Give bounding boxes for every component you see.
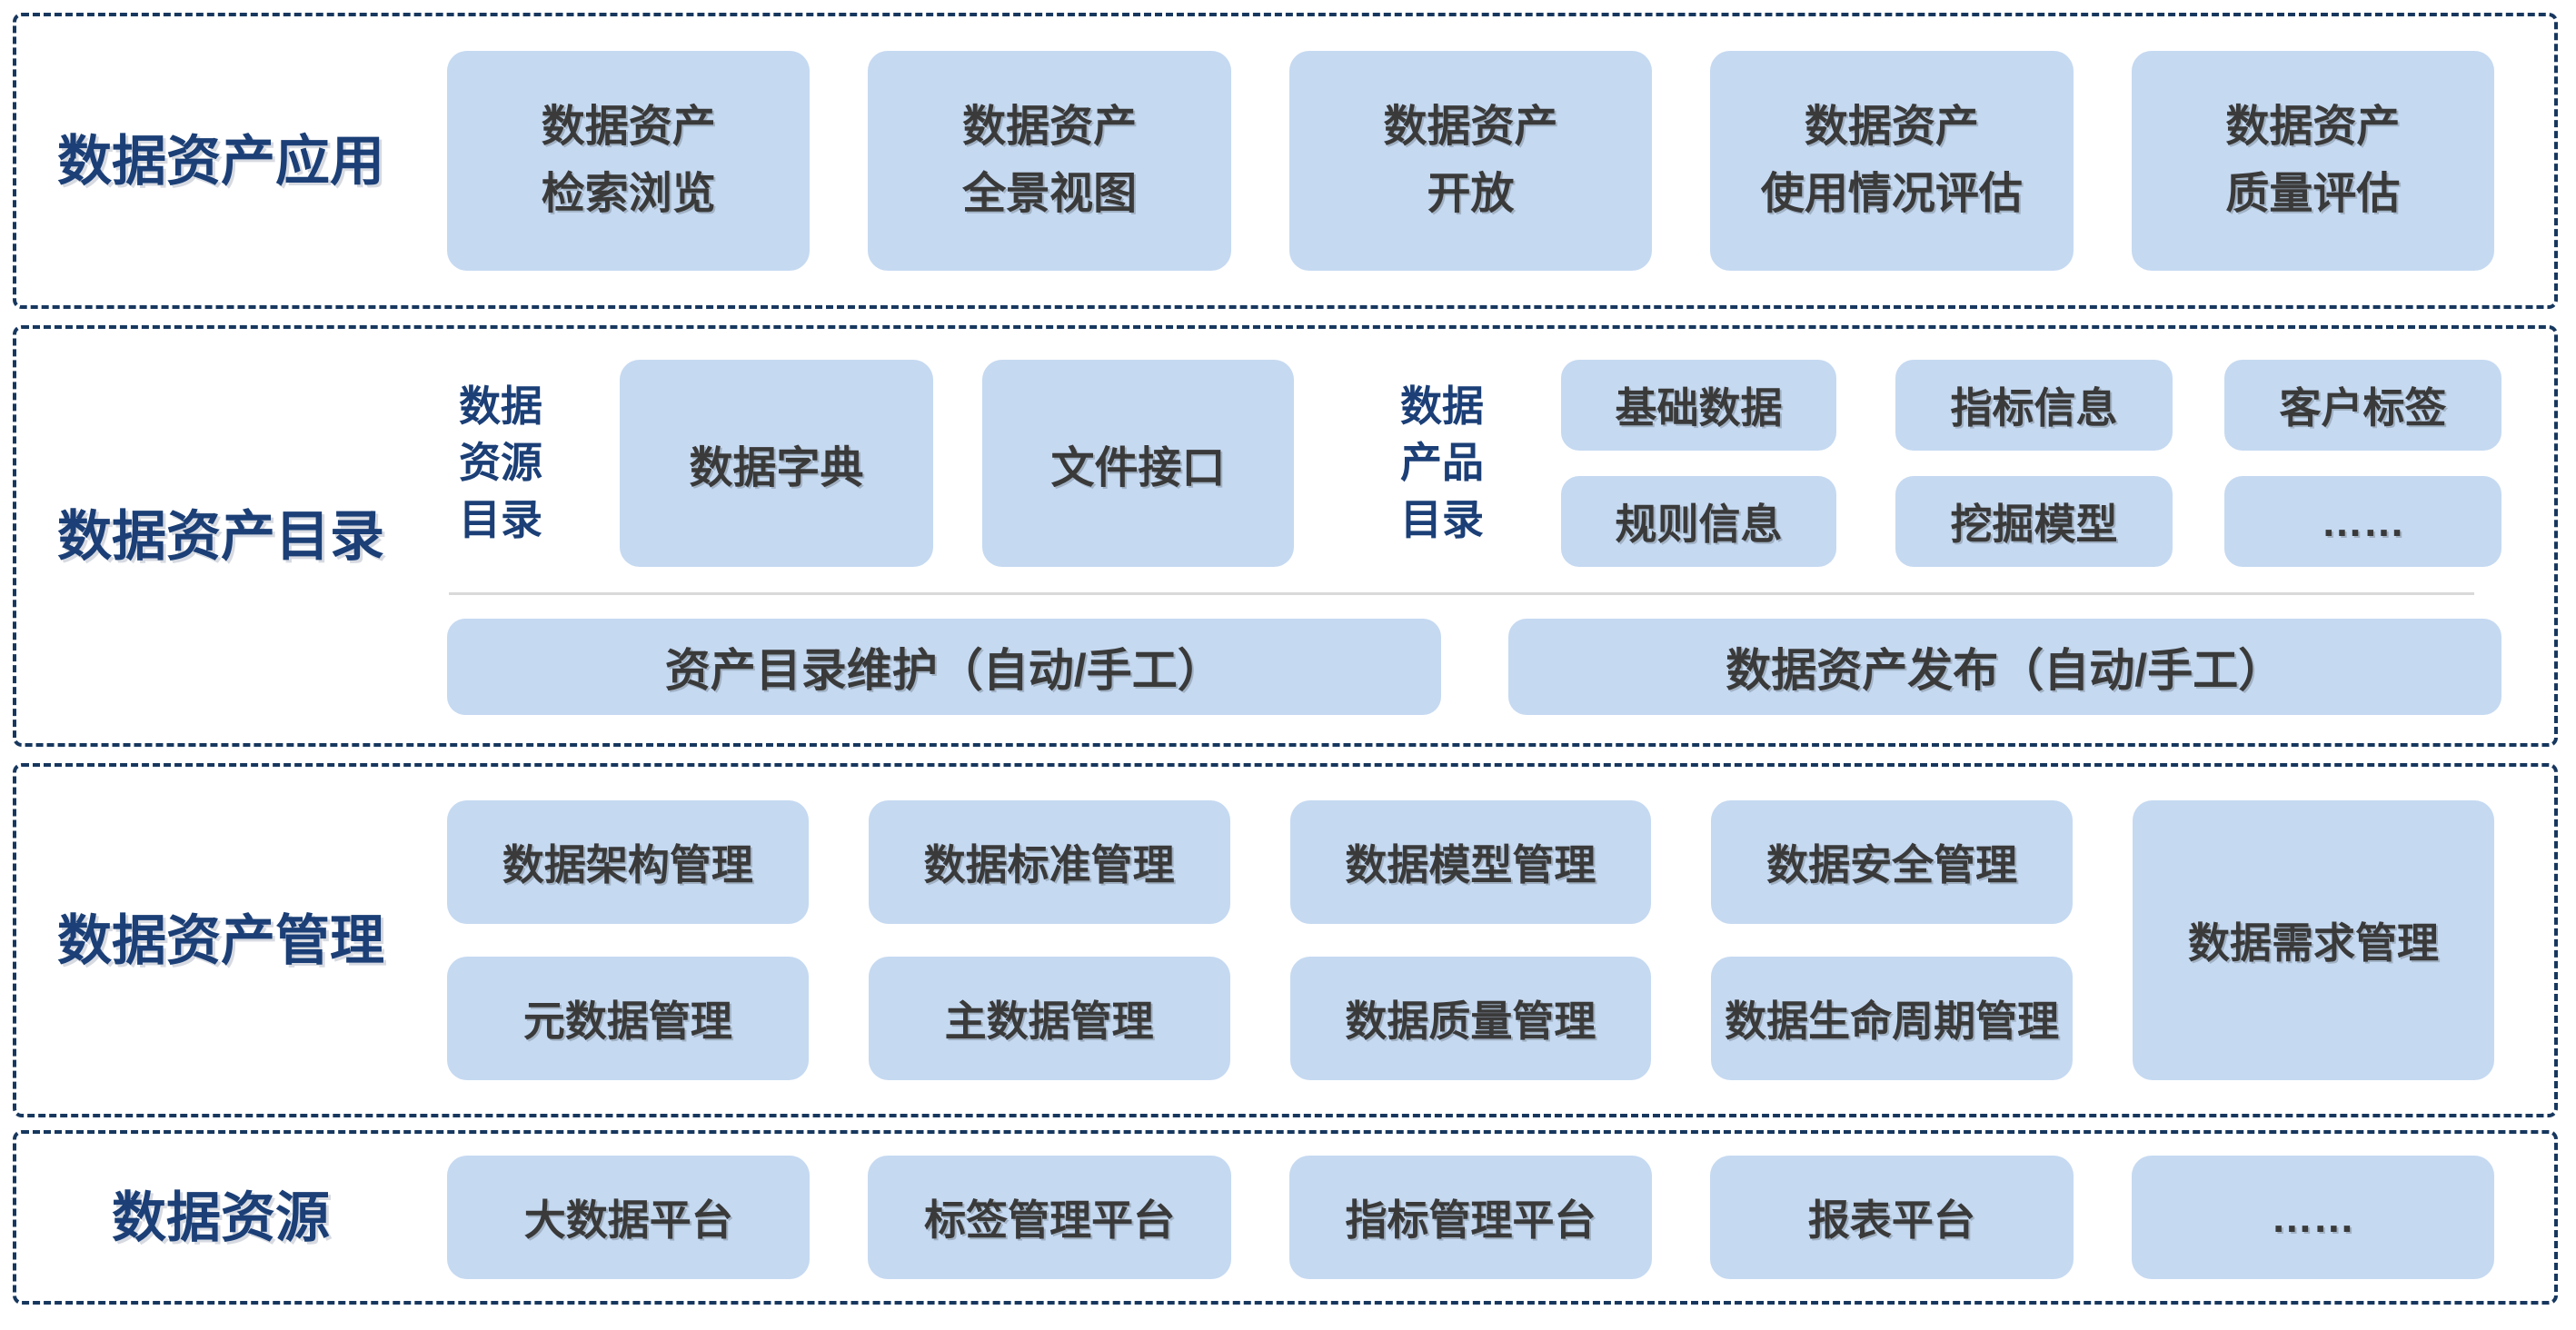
section-resources: 数据资源 大数据平台 标签管理平台 指标管理平台 报表平台 …… <box>13 1130 2558 1305</box>
module-box: 数据资产 质量评估 <box>2131 51 2495 271</box>
catalog-bars-row: 资产目录维护（自动/手工） 数据资产发布（自动/手工） <box>447 618 2501 715</box>
section-application: 数据资产应用 数据资产 检索浏览 数据资产 全景视图 数据资产 开放 数据资产 … <box>13 13 2558 309</box>
module-box: 数据模型管理 <box>1289 800 1652 924</box>
product-catalog-label: 数据 产品 目录 <box>1400 382 1484 543</box>
module-box: 数据资产发布（自动/手工） <box>1507 618 2501 715</box>
module-box: 数据质量管理 <box>1289 957 1652 1080</box>
module-box: 数据架构管理 <box>447 800 809 924</box>
module-box: 主数据管理 <box>868 957 1230 1080</box>
module-box: …… <box>2131 1156 2495 1279</box>
module-box: 大数据平台 <box>447 1156 811 1279</box>
horizontal-divider <box>449 591 2474 595</box>
management-content: 数据架构管理 数据标准管理 数据模型管理 数据安全管理 元数据管理 主数据管理 … <box>425 800 2554 1080</box>
module-box: 数据需求管理 <box>2133 800 2494 1080</box>
management-grid: 数据架构管理 数据标准管理 数据模型管理 数据安全管理 元数据管理 主数据管理 … <box>447 800 2073 1080</box>
module-box: 数据资产 检索浏览 <box>447 51 811 271</box>
module-box: 数据安全管理 <box>1711 800 2073 924</box>
section-management-title: 数据资产管理 <box>57 909 384 971</box>
section-catalog-title: 数据资产目录 <box>57 505 384 567</box>
module-box: …… <box>2224 475 2501 567</box>
product-stack: 客户标签 …… <box>2224 359 2501 567</box>
resources-box-row: 大数据平台 标签管理平台 指标管理平台 报表平台 …… <box>425 1156 2554 1279</box>
module-box: 报表平台 <box>1710 1156 2074 1279</box>
section-management: 数据资产管理 数据架构管理 数据标准管理 数据模型管理 数据安全管理 元数据管理… <box>13 763 2558 1117</box>
application-box-row: 数据资产 检索浏览 数据资产 全景视图 数据资产 开放 数据资产 使用情况评估 … <box>425 51 2554 271</box>
module-box: 文件接口 <box>982 359 1294 567</box>
module-box: 指标管理平台 <box>1288 1156 1653 1279</box>
module-box: 标签管理平台 <box>868 1156 1231 1279</box>
resource-catalog-label: 数据 资源 目录 <box>459 382 542 543</box>
section-application-title: 数据资产应用 <box>57 130 384 192</box>
module-box: 规则信息 <box>1561 475 1836 567</box>
module-box: 数据资产 开放 <box>1288 51 1653 271</box>
module-box: 数据字典 <box>620 359 933 567</box>
catalog-content: 数据 资源 目录 数据字典 文件接口 数据 产品 目录 基础数据 规则信息 指标… <box>425 358 2561 715</box>
module-box: 客户标签 <box>2224 359 2501 451</box>
module-box: 基础数据 <box>1561 359 1836 451</box>
product-stack: 指标信息 挖掘模型 <box>1895 359 2173 567</box>
module-box: 资产目录维护（自动/手工） <box>447 618 1441 715</box>
catalog-row: 数据 资源 目录 数据字典 文件接口 数据 产品 目录 基础数据 规则信息 指标… <box>447 359 2501 567</box>
module-box: 数据生命周期管理 <box>1711 957 2073 1080</box>
module-box: 数据标准管理 <box>868 800 1230 924</box>
module-box: 指标信息 <box>1895 359 2173 451</box>
module-box: 挖掘模型 <box>1895 475 2173 567</box>
product-stack: 基础数据 规则信息 <box>1561 359 1836 567</box>
section-catalog: 数据资产目录 数据 资源 目录 数据字典 文件接口 数据 产品 目录 基础数据 … <box>13 325 2558 747</box>
section-resources-title: 数据资源 <box>112 1186 330 1248</box>
module-box: 数据资产 使用情况评估 <box>1710 51 2074 271</box>
module-box: 元数据管理 <box>447 957 809 1080</box>
module-box: 数据资产 全景视图 <box>868 51 1231 271</box>
